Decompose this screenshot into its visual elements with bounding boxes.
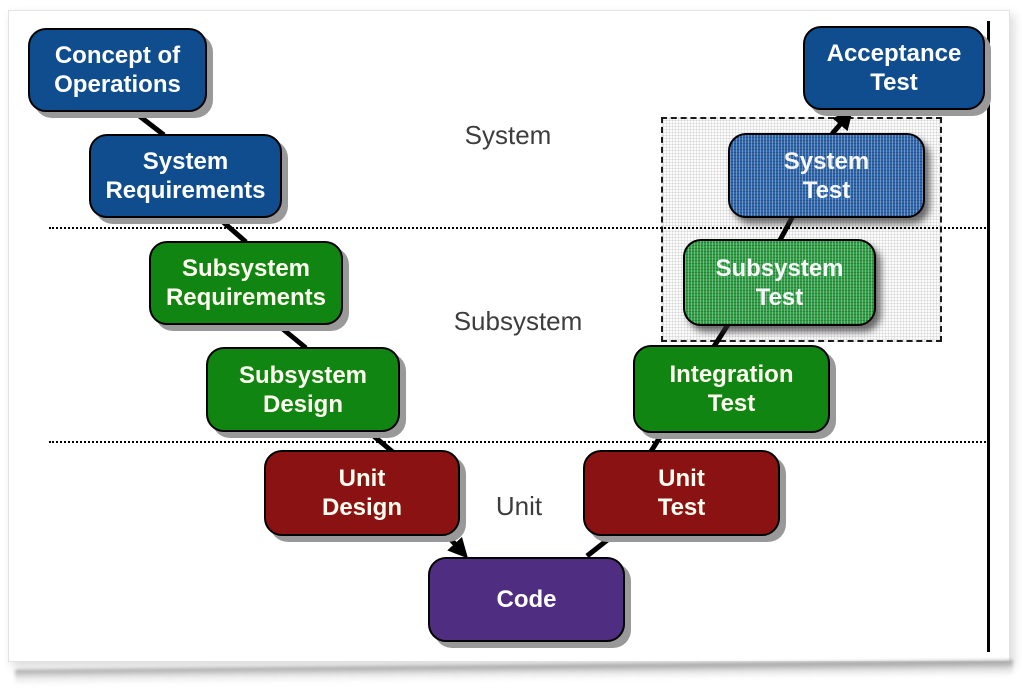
level-divider-subsystem-unit — [49, 441, 989, 443]
box-label-line1: Concept of — [54, 42, 181, 69]
box-label-line1: Subsystem — [181, 255, 311, 282]
level-label-system: System — [464, 120, 552, 150]
box-label-line1: Integration — [669, 361, 794, 388]
box-label-line2: Design — [262, 390, 343, 418]
connector-subsystem-requirements-to-subsystem-design — [271, 319, 308, 350]
box-label-line2: Test — [707, 390, 756, 417]
level-label-unit: Unit — [495, 491, 543, 521]
box-label-line2: Test — [657, 494, 706, 521]
box-label-line1: Unit — [338, 465, 386, 492]
box-system-requirements: System Requirements — [89, 134, 282, 218]
box-system-test: System Test — [728, 133, 925, 218]
box-integration-test: Integration Test — [633, 345, 830, 433]
box-label-line2: Operations — [54, 71, 181, 98]
box-subsystem-design: Subsystem Design — [206, 347, 400, 432]
level-label-subsystem: Subsystem — [453, 306, 583, 336]
box-label-line1: Subsystem — [715, 254, 844, 282]
box-label-line2: Test — [755, 283, 804, 311]
box-label-line2: Design — [321, 494, 402, 521]
box-acceptance-test: Acceptance Test — [803, 26, 985, 110]
box-label-line2: Test — [802, 176, 851, 204]
box-subsystem-requirements: Subsystem Requirements — [149, 241, 343, 325]
box-concept-of-operations: Concept of Operations — [28, 28, 207, 112]
box-label-line1: System — [783, 147, 870, 175]
page: System Subsystem Unit Concept of Operati — [8, 10, 1010, 662]
box-label-line1: Acceptance — [826, 40, 962, 67]
box-label-line1: Code — [496, 586, 557, 613]
box-label-line1: Unit — [658, 465, 705, 492]
level-divider-system-subsystem — [49, 227, 989, 229]
box-label-line2: Test — [870, 69, 918, 96]
box-code: Code — [428, 557, 625, 642]
connector-concept-to-system-requirements — [127, 106, 166, 137]
box-label-line1: Subsystem — [238, 361, 368, 389]
box-unit-design: Unit Design — [264, 450, 460, 536]
connector-code-to-unit-test — [585, 532, 617, 558]
box-label-line2: Requirements — [105, 177, 266, 204]
box-label-line1: System — [142, 148, 229, 175]
box-unit-test: Unit Test — [583, 450, 780, 536]
box-subsystem-test: Subsystem Test — [683, 239, 876, 326]
right-boundary-line — [987, 21, 990, 652]
arrow-unit-design-to-code — [442, 530, 469, 559]
box-label-line2: Requirements — [165, 284, 327, 311]
